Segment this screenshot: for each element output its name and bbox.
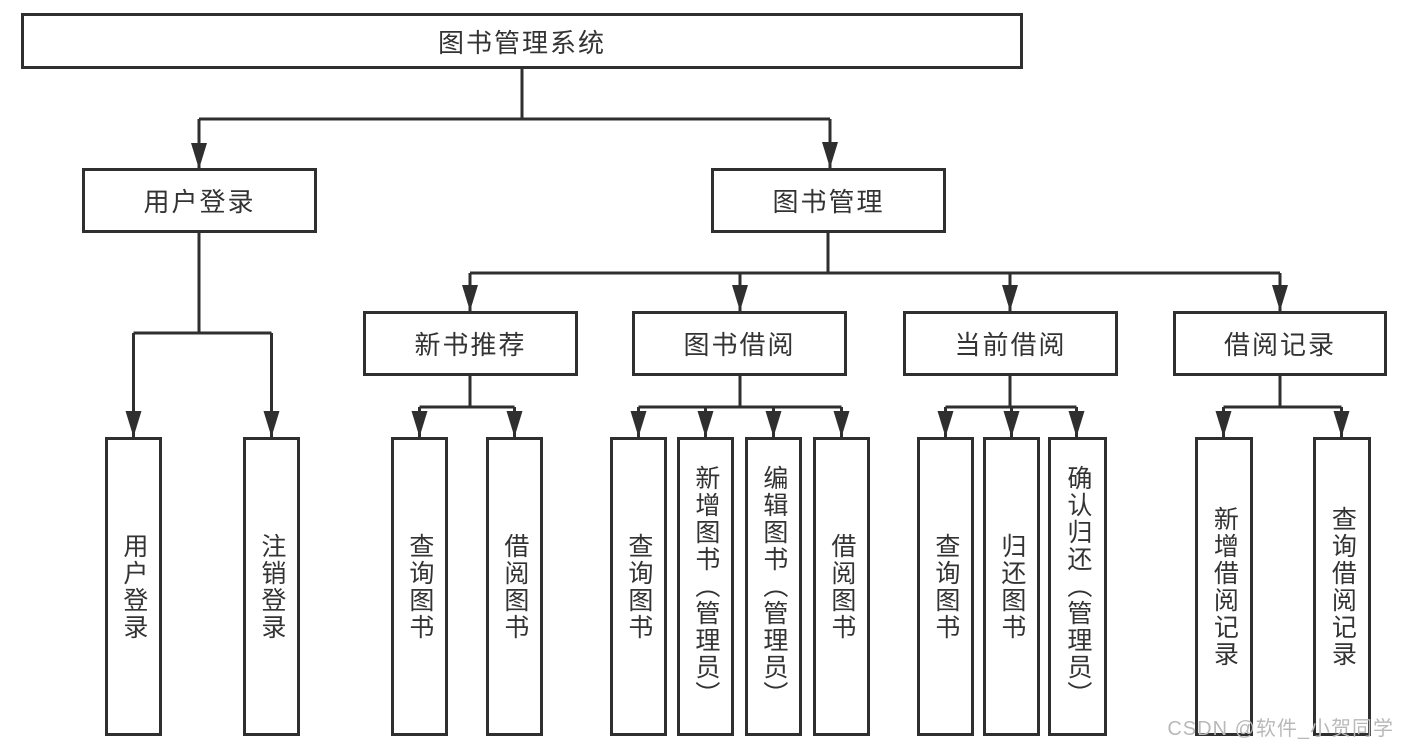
node-current-borrowing: 当前借阅 <box>903 311 1118 376</box>
node-book-borrowing: 图书借阅 <box>632 311 847 376</box>
leaf-logout: 注销登录 <box>243 437 300 736</box>
node-library-system: 图书管理系统 <box>21 13 1023 69</box>
node-label: 查询图书 <box>931 532 960 641</box>
node-label: 图书借阅 <box>683 330 796 360</box>
node-label: 借阅图书 <box>500 532 529 641</box>
node-borrowing-records: 借阅记录 <box>1173 311 1387 376</box>
leaf-confirm-return-admin: 确认归还（管理员） <box>1048 437 1107 736</box>
arrowhead-icon <box>833 411 850 437</box>
node-new-book-recommend: 新书推荐 <box>363 311 578 376</box>
leaf-user-login: 用户登录 <box>105 437 162 736</box>
node-label: 查询图书 <box>624 532 653 641</box>
leaf-query-borrow-record: 查询借阅记录 <box>1313 437 1371 736</box>
leaf-query-books-recommend: 查询图书 <box>391 437 448 736</box>
leaf-query-books-borrow: 查询图书 <box>610 437 667 736</box>
node-label: 新增图书（管理员） <box>691 465 720 708</box>
node-label: 当前借阅 <box>954 330 1067 360</box>
arrowhead-icon <box>1068 411 1085 437</box>
node-label: 归还图书 <box>997 532 1026 641</box>
leaf-add-borrow-record: 新增借阅记录 <box>1195 437 1253 736</box>
leaf-borrow-books: 借阅图书 <box>813 437 870 736</box>
node-label: 编辑图书（管理员） <box>759 465 788 708</box>
node-book-management: 图书管理 <box>711 168 946 233</box>
arrowhead-icon <box>630 411 647 437</box>
arrowhead-icon <box>263 411 280 437</box>
node-label: 查询图书 <box>405 532 434 641</box>
node-label: 图书管理 <box>772 187 885 217</box>
leaf-return-books: 归还图书 <box>983 437 1040 736</box>
node-user-login: 用户登录 <box>82 168 317 233</box>
node-label: 图书管理系统 <box>437 27 606 58</box>
leaf-borrow-books-recommend: 借阅图书 <box>486 437 543 736</box>
node-label: 确认归还（管理员） <box>1063 465 1092 708</box>
leaf-edit-books-admin: 编辑图书（管理员） <box>745 437 802 736</box>
node-label: 新书推荐 <box>414 330 527 360</box>
node-label: 借阅记录 <box>1223 330 1336 360</box>
node-label: 注销登录 <box>257 532 286 641</box>
arrowhead-icon <box>697 411 714 437</box>
arrowhead-icon <box>462 285 478 311</box>
arrowhead-icon <box>411 411 428 437</box>
watermark: CSDN @软件_小贺同学 <box>1167 718 1394 740</box>
arrowhead-icon <box>1003 411 1020 437</box>
node-label: 借阅图书 <box>827 532 856 641</box>
node-label: 查询借阅记录 <box>1328 505 1357 668</box>
leaf-query-books-current: 查询图书 <box>917 437 974 736</box>
arrowhead-icon <box>1215 411 1232 437</box>
arrowhead-icon <box>191 143 207 169</box>
node-label: 新增借阅记录 <box>1210 505 1239 668</box>
arrowhead-icon <box>765 411 782 437</box>
arrowhead-icon <box>125 411 142 437</box>
node-label: 用户登录 <box>143 187 256 217</box>
node-label: 用户登录 <box>119 532 148 641</box>
leaf-add-books-admin: 新增图书（管理员） <box>677 437 734 736</box>
arrowhead-icon <box>822 142 838 168</box>
arrowhead-icon <box>1333 411 1350 437</box>
arrowhead-icon <box>1272 285 1288 311</box>
arrowhead-icon <box>732 285 748 311</box>
arrowhead-icon <box>1002 285 1018 311</box>
arrowhead-icon <box>506 411 523 437</box>
arrowhead-icon <box>937 411 954 437</box>
